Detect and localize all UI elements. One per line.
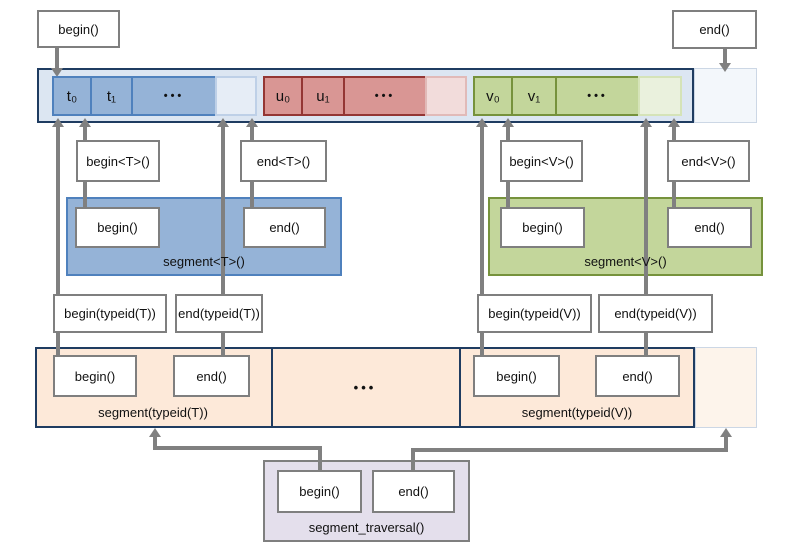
segment-typeid-v-label: segment(typeid(V)): [521, 404, 633, 420]
cell-t-ellipsis: •••: [131, 76, 217, 116]
end-t-box: end<T>(): [240, 140, 327, 182]
begin-typeid-v-box: begin(typeid(V)): [477, 294, 592, 333]
segment-t-end-box: end(): [243, 207, 326, 248]
segment-v-label: segment<V>(): [584, 253, 667, 269]
segment-typeid-v-begin-box: begin(): [473, 355, 560, 397]
typeid-past-end-cell: [695, 347, 757, 428]
cell-u1: u₁: [301, 76, 345, 116]
segment-t-begin-box: begin(): [75, 207, 160, 248]
segment-typeid-t-begin-box: begin(): [53, 355, 137, 397]
segment-v-end-box: end(): [667, 207, 752, 248]
cell-v-past-end: [638, 76, 682, 116]
cell-v-ellipsis: •••: [555, 76, 640, 116]
cell-u-ellipsis: •••: [343, 76, 427, 116]
cell-t1: t₁: [90, 76, 133, 116]
begin-typeid-t-box: begin(typeid(T)): [53, 294, 167, 333]
container-past-end-strip: [694, 68, 757, 123]
end-typeid-v-box: end(typeid(V)): [598, 294, 713, 333]
cell-v0: v₀: [473, 76, 513, 116]
top-end-box: end(): [672, 10, 757, 49]
typeid-strip-ellipsis: •••: [353, 380, 377, 395]
segment-typeid-t-end-box: end(): [173, 355, 250, 397]
segment-typeid-v-end-box: end(): [595, 355, 680, 397]
begin-t-box: begin<T>(): [76, 140, 160, 182]
end-v-box: end<V>(): [667, 140, 750, 182]
end-typeid-t-box: end(typeid(T)): [175, 294, 263, 333]
cell-t-past-end: [215, 76, 257, 116]
begin-v-box: begin<V>(): [500, 140, 583, 182]
traversal-end-box: end(): [372, 470, 455, 513]
arrow-up-icon: [149, 428, 161, 437]
segment-traversal-label: segment_traversal(): [308, 519, 425, 535]
cell-v1: v₁: [511, 76, 557, 116]
traversal-begin-box: begin(): [277, 470, 362, 513]
segment-v-begin-box: begin(): [500, 207, 585, 248]
segment-typeid-t-label: segment(typeid(T)): [98, 404, 208, 420]
cell-u-past-end: [425, 76, 467, 116]
typeid-strip-divider-right: [459, 349, 461, 426]
cell-u0: u₀: [263, 76, 303, 116]
typeid-segments-strip: [35, 347, 695, 428]
typeid-strip-divider-left: [271, 349, 273, 426]
arrow-up-icon: [720, 428, 732, 437]
cell-t0: t₀: [52, 76, 92, 116]
top-begin-box: begin(): [37, 10, 120, 48]
segment-t-label: segment<T>(): [163, 253, 245, 269]
